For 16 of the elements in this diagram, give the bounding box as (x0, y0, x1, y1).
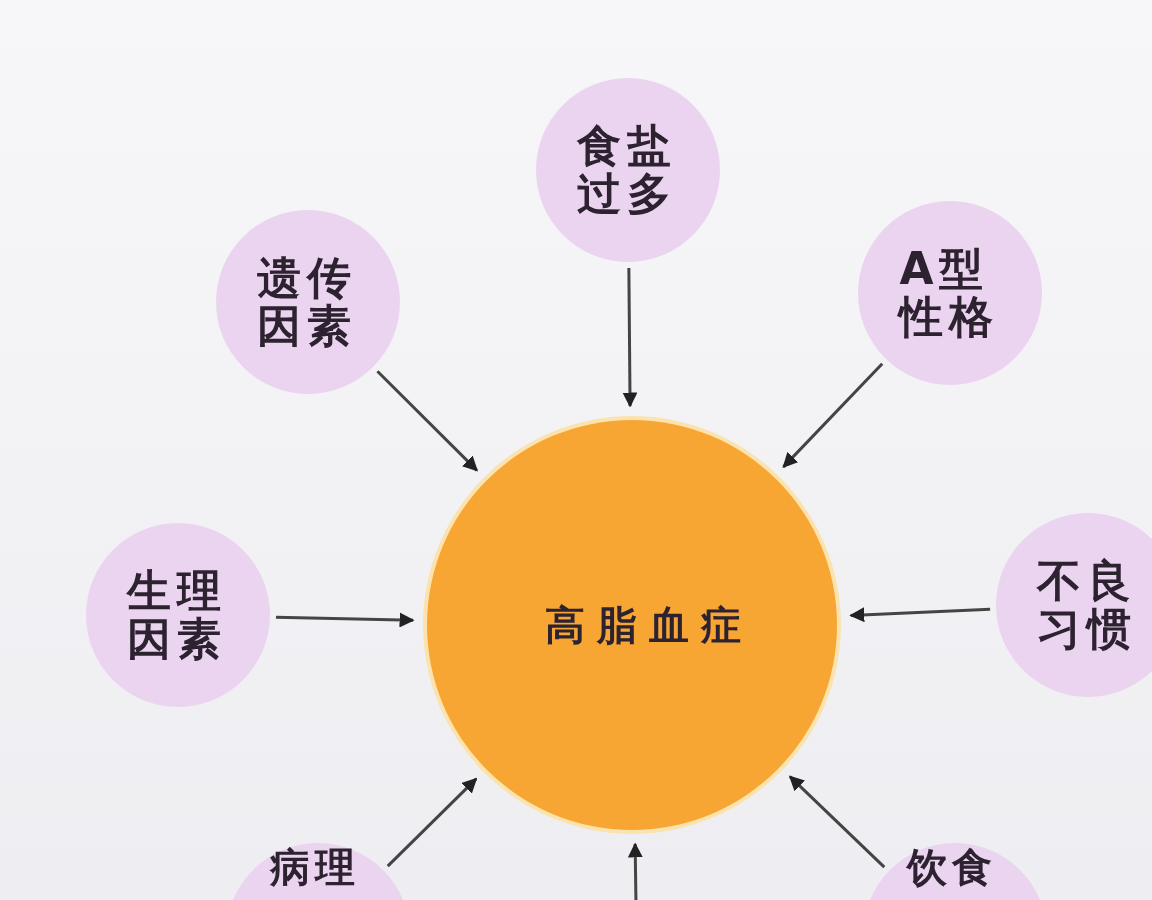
arrow (275, 612, 415, 628)
arrow (788, 775, 886, 869)
arrow (849, 607, 991, 623)
arrow (622, 268, 638, 408)
factor-label: 不良习惯 (1037, 556, 1137, 654)
factor-label: 遗传因素 (257, 253, 357, 351)
factor-label: 生理因素 (127, 566, 227, 664)
factor-label: 病理 (270, 847, 361, 887)
arrow (627, 842, 643, 900)
factor-label: 饮食 (907, 847, 998, 887)
arrow (386, 777, 478, 868)
factor-label: 食盐过多 (577, 121, 677, 219)
factor-label: A型性格 (899, 244, 999, 342)
arrow (782, 362, 884, 468)
arrow (376, 370, 478, 472)
disease-label: 高脂血症 (544, 603, 753, 647)
